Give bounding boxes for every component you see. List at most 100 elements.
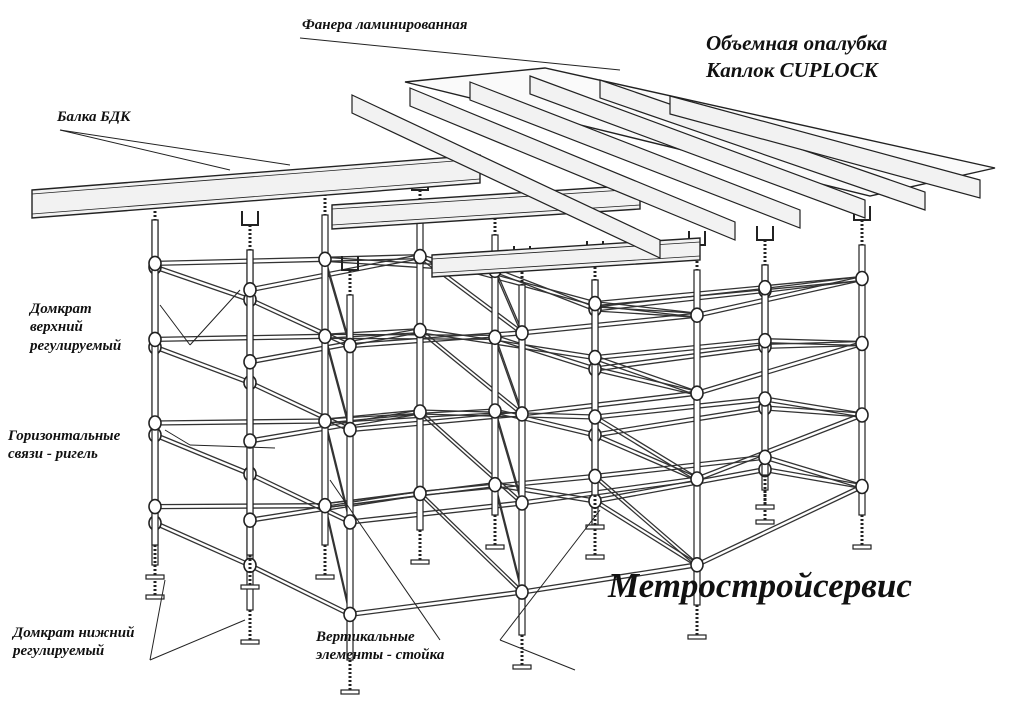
ledger-tube [494,339,523,417]
label-top-jack: Домкрат верхний регулируемый [30,301,122,354]
ledger-tube [249,297,351,345]
cup-joint [148,331,162,348]
leader-line [499,639,576,671]
ledger-tube [594,405,766,434]
leader-line [329,479,441,641]
ledger-tube [521,316,698,336]
ledger-tube [494,335,523,413]
base-plate [585,554,605,560]
ledger-tube [494,486,523,595]
diagram-title: Объемная опалубка Каплок CUPLOCK [706,30,887,84]
ledger-tube [764,279,863,291]
ledger-tube [154,436,251,477]
ledger-tube [494,482,596,500]
cup-joint [588,295,602,312]
ledger-tube [521,476,698,502]
ledger-tube [696,275,863,314]
ledger-tube [249,384,351,433]
ledger-tube [594,354,698,392]
ledger-tube [521,562,698,591]
ledger-tube [764,458,863,490]
cup-joint [488,329,502,346]
deck-beam [529,75,866,219]
cup-joint [588,349,602,366]
ledger-tube [594,458,766,480]
deck-beam [669,95,981,199]
cup-joint [318,413,332,429]
u-head [756,226,774,241]
ledger-tube [594,342,766,361]
beam-flange [431,255,701,274]
ledger-tube [154,260,326,267]
cup-joint [758,279,772,296]
cup-joint [243,353,257,370]
ledger-tube [594,400,766,420]
cup-joint [515,495,529,511]
ledger-tube [154,503,326,506]
ledger-tube [594,338,766,357]
ledger-tube [249,475,351,525]
ledger-tube [764,340,863,346]
leader-line [189,444,276,449]
ledger-tube [764,342,863,347]
ledger-tube [764,338,863,343]
ledger-tube [154,333,326,339]
u-head [241,211,259,226]
ledger-tube [419,332,523,417]
ledger-tube [594,473,698,564]
ledger-tube [594,285,766,303]
ledger-tube [696,483,863,564]
ledger-tube [249,253,421,289]
ledger-tube [324,494,421,509]
leader-line [499,509,601,641]
ledger-tube [594,418,698,482]
horizontal-ledgers [154,253,863,618]
ledger-tube [324,338,351,432]
ledger-tube [764,454,863,486]
ledger-tube [324,422,351,525]
ledger-tube [419,331,596,361]
ledger-tube [696,416,863,482]
ledger-tube [594,300,698,314]
ledger-tube [324,507,351,617]
ledger-tube [419,413,596,420]
cup-joint [343,514,357,530]
ledger-tube [521,312,698,332]
cup-joint [758,449,772,466]
ledger-tube [249,380,351,429]
cup-joint [588,409,602,425]
base-plate [240,639,260,645]
ledger-tube [324,413,421,424]
base-plate [485,544,505,550]
ledger-tube [154,524,251,568]
cup-joint [488,403,502,419]
ledger-tube [594,409,766,438]
ledger-tube [594,477,698,568]
base-plate [512,664,532,670]
cup-joint [318,251,332,268]
ledger-tube [764,466,863,486]
ledger-tube [324,327,421,335]
cup-joint [318,497,332,514]
ledger-tube [349,593,523,618]
ledger-tube [249,490,421,519]
cup-joint [343,606,357,623]
ledger-tube [154,337,326,343]
ledger-tube [249,566,351,617]
label-ledger: Горизонтальные связи - ригель [8,428,121,463]
ledger-tube [696,344,863,396]
cup-joint [515,406,529,422]
ledger-tube [594,347,766,372]
cup-joint [690,556,704,573]
ledger-tube [249,413,421,444]
ledger-tube [154,256,326,263]
ledger-tube [419,327,596,357]
leader-line [59,129,231,171]
cup-joint [690,385,704,402]
ledger-tube [249,494,421,523]
ledger-tube [594,470,766,504]
ledger-tube [594,343,766,368]
ledger-tube [324,257,421,262]
ledger-tube [594,366,698,392]
